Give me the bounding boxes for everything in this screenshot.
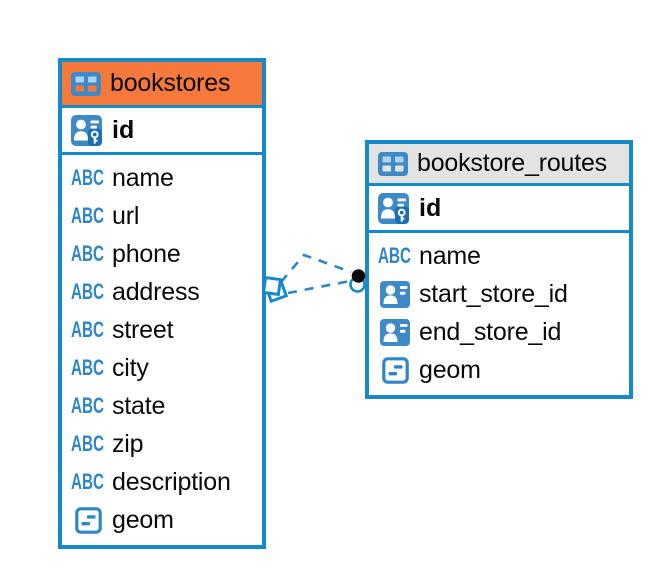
primary-key-icon: [375, 192, 411, 224]
column-label: start_store_id: [419, 279, 568, 308]
column-label: url: [112, 201, 140, 230]
table-bookstore-routes[interactable]: bookstore_routes id ABC name: [365, 140, 633, 399]
column-zip[interactable]: ABC zip: [62, 425, 262, 463]
column-state[interactable]: ABC state: [62, 387, 262, 425]
column-phone[interactable]: ABC phone: [62, 235, 262, 273]
column-label: id: [419, 193, 442, 222]
column-label: address: [112, 277, 200, 306]
column-address[interactable]: ABC address: [62, 273, 262, 311]
column-label: zip: [112, 429, 144, 458]
column-geom[interactable]: geom: [62, 501, 262, 539]
column-label: end_store_id: [419, 317, 562, 346]
column-id[interactable]: id: [369, 186, 629, 233]
svg-text:ABC: ABC: [71, 321, 104, 339]
text-type-icon: ABC: [70, 473, 106, 491]
column-label: description: [112, 467, 231, 496]
text-type-icon: ABC: [70, 245, 106, 263]
text-type-icon: ABC: [70, 435, 106, 453]
table-bookstores-header[interactable]: bookstores: [62, 62, 262, 108]
table-icon: [70, 71, 102, 96]
relationship-line: [280, 253, 352, 283]
geometry-type-icon: [377, 356, 413, 384]
column-url[interactable]: ABC url: [62, 197, 262, 235]
primary-key-icon: [68, 114, 104, 146]
svg-text:ABC: ABC: [71, 435, 104, 453]
foreign-key-icon: [377, 318, 413, 346]
column-label: street: [112, 315, 174, 344]
svg-text:ABC: ABC: [71, 397, 104, 415]
svg-text:ABC: ABC: [71, 283, 104, 301]
column-street[interactable]: ABC street: [62, 311, 262, 349]
text-type-icon: ABC: [70, 207, 106, 225]
column-start-store-id[interactable]: start_store_id: [369, 275, 629, 313]
svg-text:ABC: ABC: [378, 247, 411, 265]
column-name[interactable]: ABC name: [62, 159, 262, 197]
column-geom[interactable]: geom: [369, 351, 629, 389]
svg-text:ABC: ABC: [71, 169, 104, 187]
svg-text:ABC: ABC: [71, 207, 104, 225]
text-type-icon: ABC: [70, 283, 106, 301]
column-id[interactable]: id: [62, 108, 262, 155]
text-type-icon: ABC: [70, 397, 106, 415]
text-type-icon: ABC: [377, 247, 413, 265]
text-type-icon: ABC: [70, 359, 106, 377]
foreign-key-icon: [377, 280, 413, 308]
text-type-icon: ABC: [70, 169, 106, 187]
column-city[interactable]: ABC city: [62, 349, 262, 387]
column-label: geom: [419, 355, 481, 384]
column-label: id: [112, 115, 135, 144]
text-type-icon: ABC: [70, 321, 106, 339]
column-description[interactable]: ABC description: [62, 463, 262, 501]
column-label: name: [419, 241, 481, 270]
table-bookstores[interactable]: bookstores id ABC name: [58, 58, 266, 549]
dot-end-marker: [349, 269, 366, 293]
table-icon: [377, 151, 409, 176]
relationship-line: [287, 279, 351, 295]
column-label: phone: [112, 239, 181, 268]
table-title: bookstores: [110, 69, 231, 97]
column-end-store-id[interactable]: end_store_id: [369, 313, 629, 351]
geometry-type-icon: [70, 506, 106, 534]
relationship-link[interactable]: [261, 253, 366, 304]
svg-text:ABC: ABC: [71, 473, 104, 491]
column-label: geom: [112, 505, 174, 534]
column-name[interactable]: ABC name: [369, 237, 629, 275]
svg-text:ABC: ABC: [71, 245, 104, 263]
column-label: name: [112, 163, 174, 192]
column-label: state: [112, 391, 166, 420]
column-label: city: [112, 353, 149, 382]
table-title: bookstore_routes: [417, 149, 607, 177]
svg-text:ABC: ABC: [71, 359, 104, 377]
table-bookstore-routes-header[interactable]: bookstore_routes: [369, 144, 629, 186]
